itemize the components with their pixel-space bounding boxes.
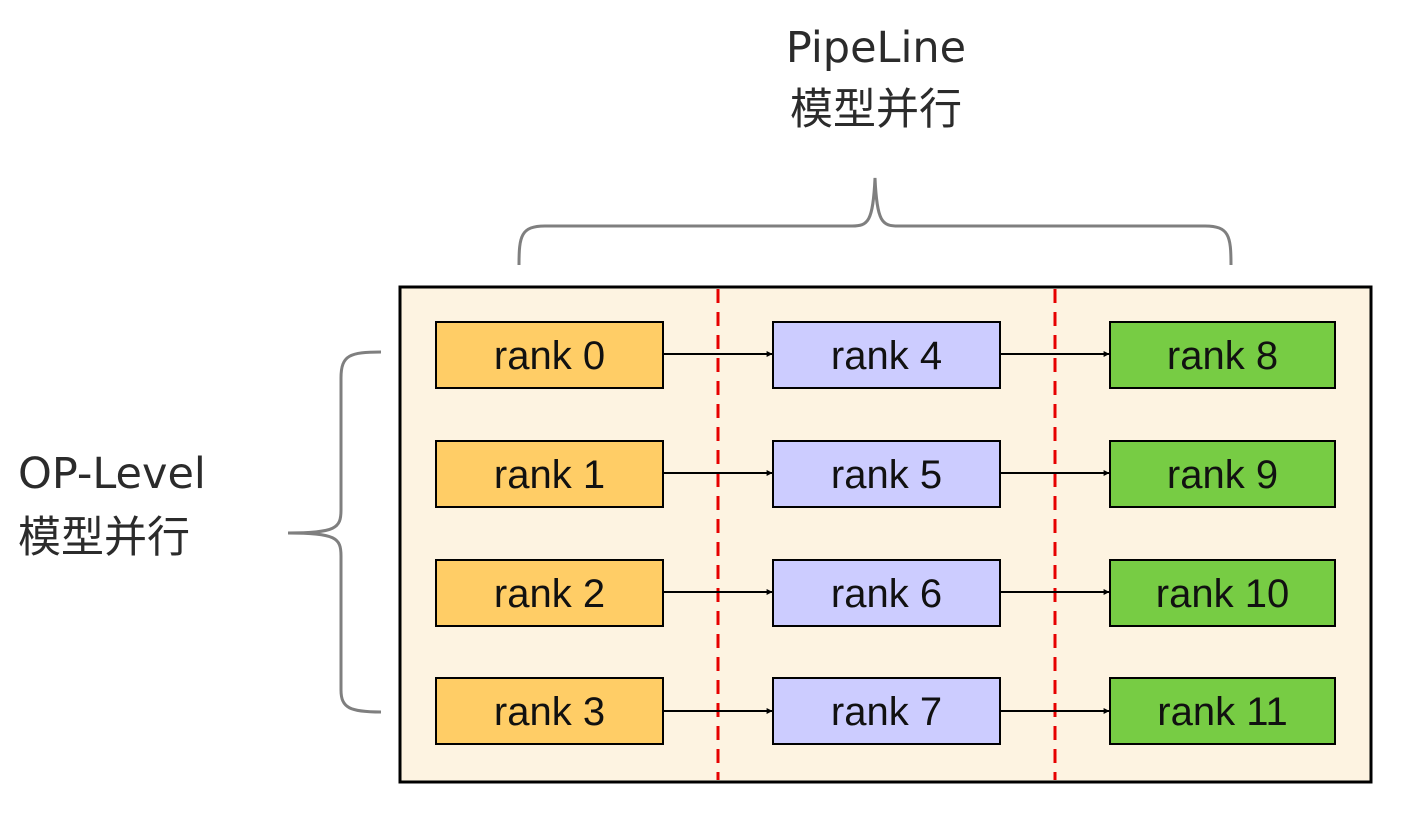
oplevel-subtitle: 模型并行 bbox=[18, 513, 190, 563]
rank-box: rank 6 bbox=[772, 559, 1001, 627]
pipeline-subtitle: 模型并行 bbox=[790, 85, 962, 135]
rank-label: rank 7 bbox=[831, 690, 942, 734]
rank-box: rank 7 bbox=[772, 677, 1001, 745]
rank-label: rank 3 bbox=[494, 690, 605, 734]
rank-box: rank 9 bbox=[1109, 440, 1336, 508]
rank-box: rank 2 bbox=[435, 559, 664, 627]
rank-box: rank 1 bbox=[435, 440, 664, 508]
rank-label: rank 2 bbox=[494, 572, 605, 616]
oplevel-title: OP-Level bbox=[18, 449, 206, 499]
oplevel-brace bbox=[287, 350, 382, 714]
rank-box: rank 5 bbox=[772, 440, 1001, 508]
rank-label: rank 6 bbox=[831, 572, 942, 616]
rank-box: rank 3 bbox=[435, 677, 664, 745]
rank-box: rank 4 bbox=[772, 321, 1001, 389]
rank-box: rank 11 bbox=[1109, 677, 1336, 745]
rank-label: rank 9 bbox=[1167, 453, 1278, 497]
rank-label: rank 8 bbox=[1167, 334, 1278, 378]
pipeline-title: PipeLine bbox=[786, 23, 966, 73]
rank-label: rank 4 bbox=[831, 334, 942, 378]
rank-label: rank 5 bbox=[831, 453, 942, 497]
rank-label: rank 0 bbox=[494, 334, 605, 378]
rank-label: rank 11 bbox=[1157, 690, 1287, 734]
rank-label: rank 1 bbox=[494, 453, 605, 497]
rank-box: rank 10 bbox=[1109, 559, 1336, 627]
rank-box: rank 8 bbox=[1109, 321, 1336, 389]
rank-label: rank 10 bbox=[1156, 572, 1289, 616]
pipeline-brace bbox=[517, 177, 1233, 266]
rank-box: rank 0 bbox=[435, 321, 664, 389]
